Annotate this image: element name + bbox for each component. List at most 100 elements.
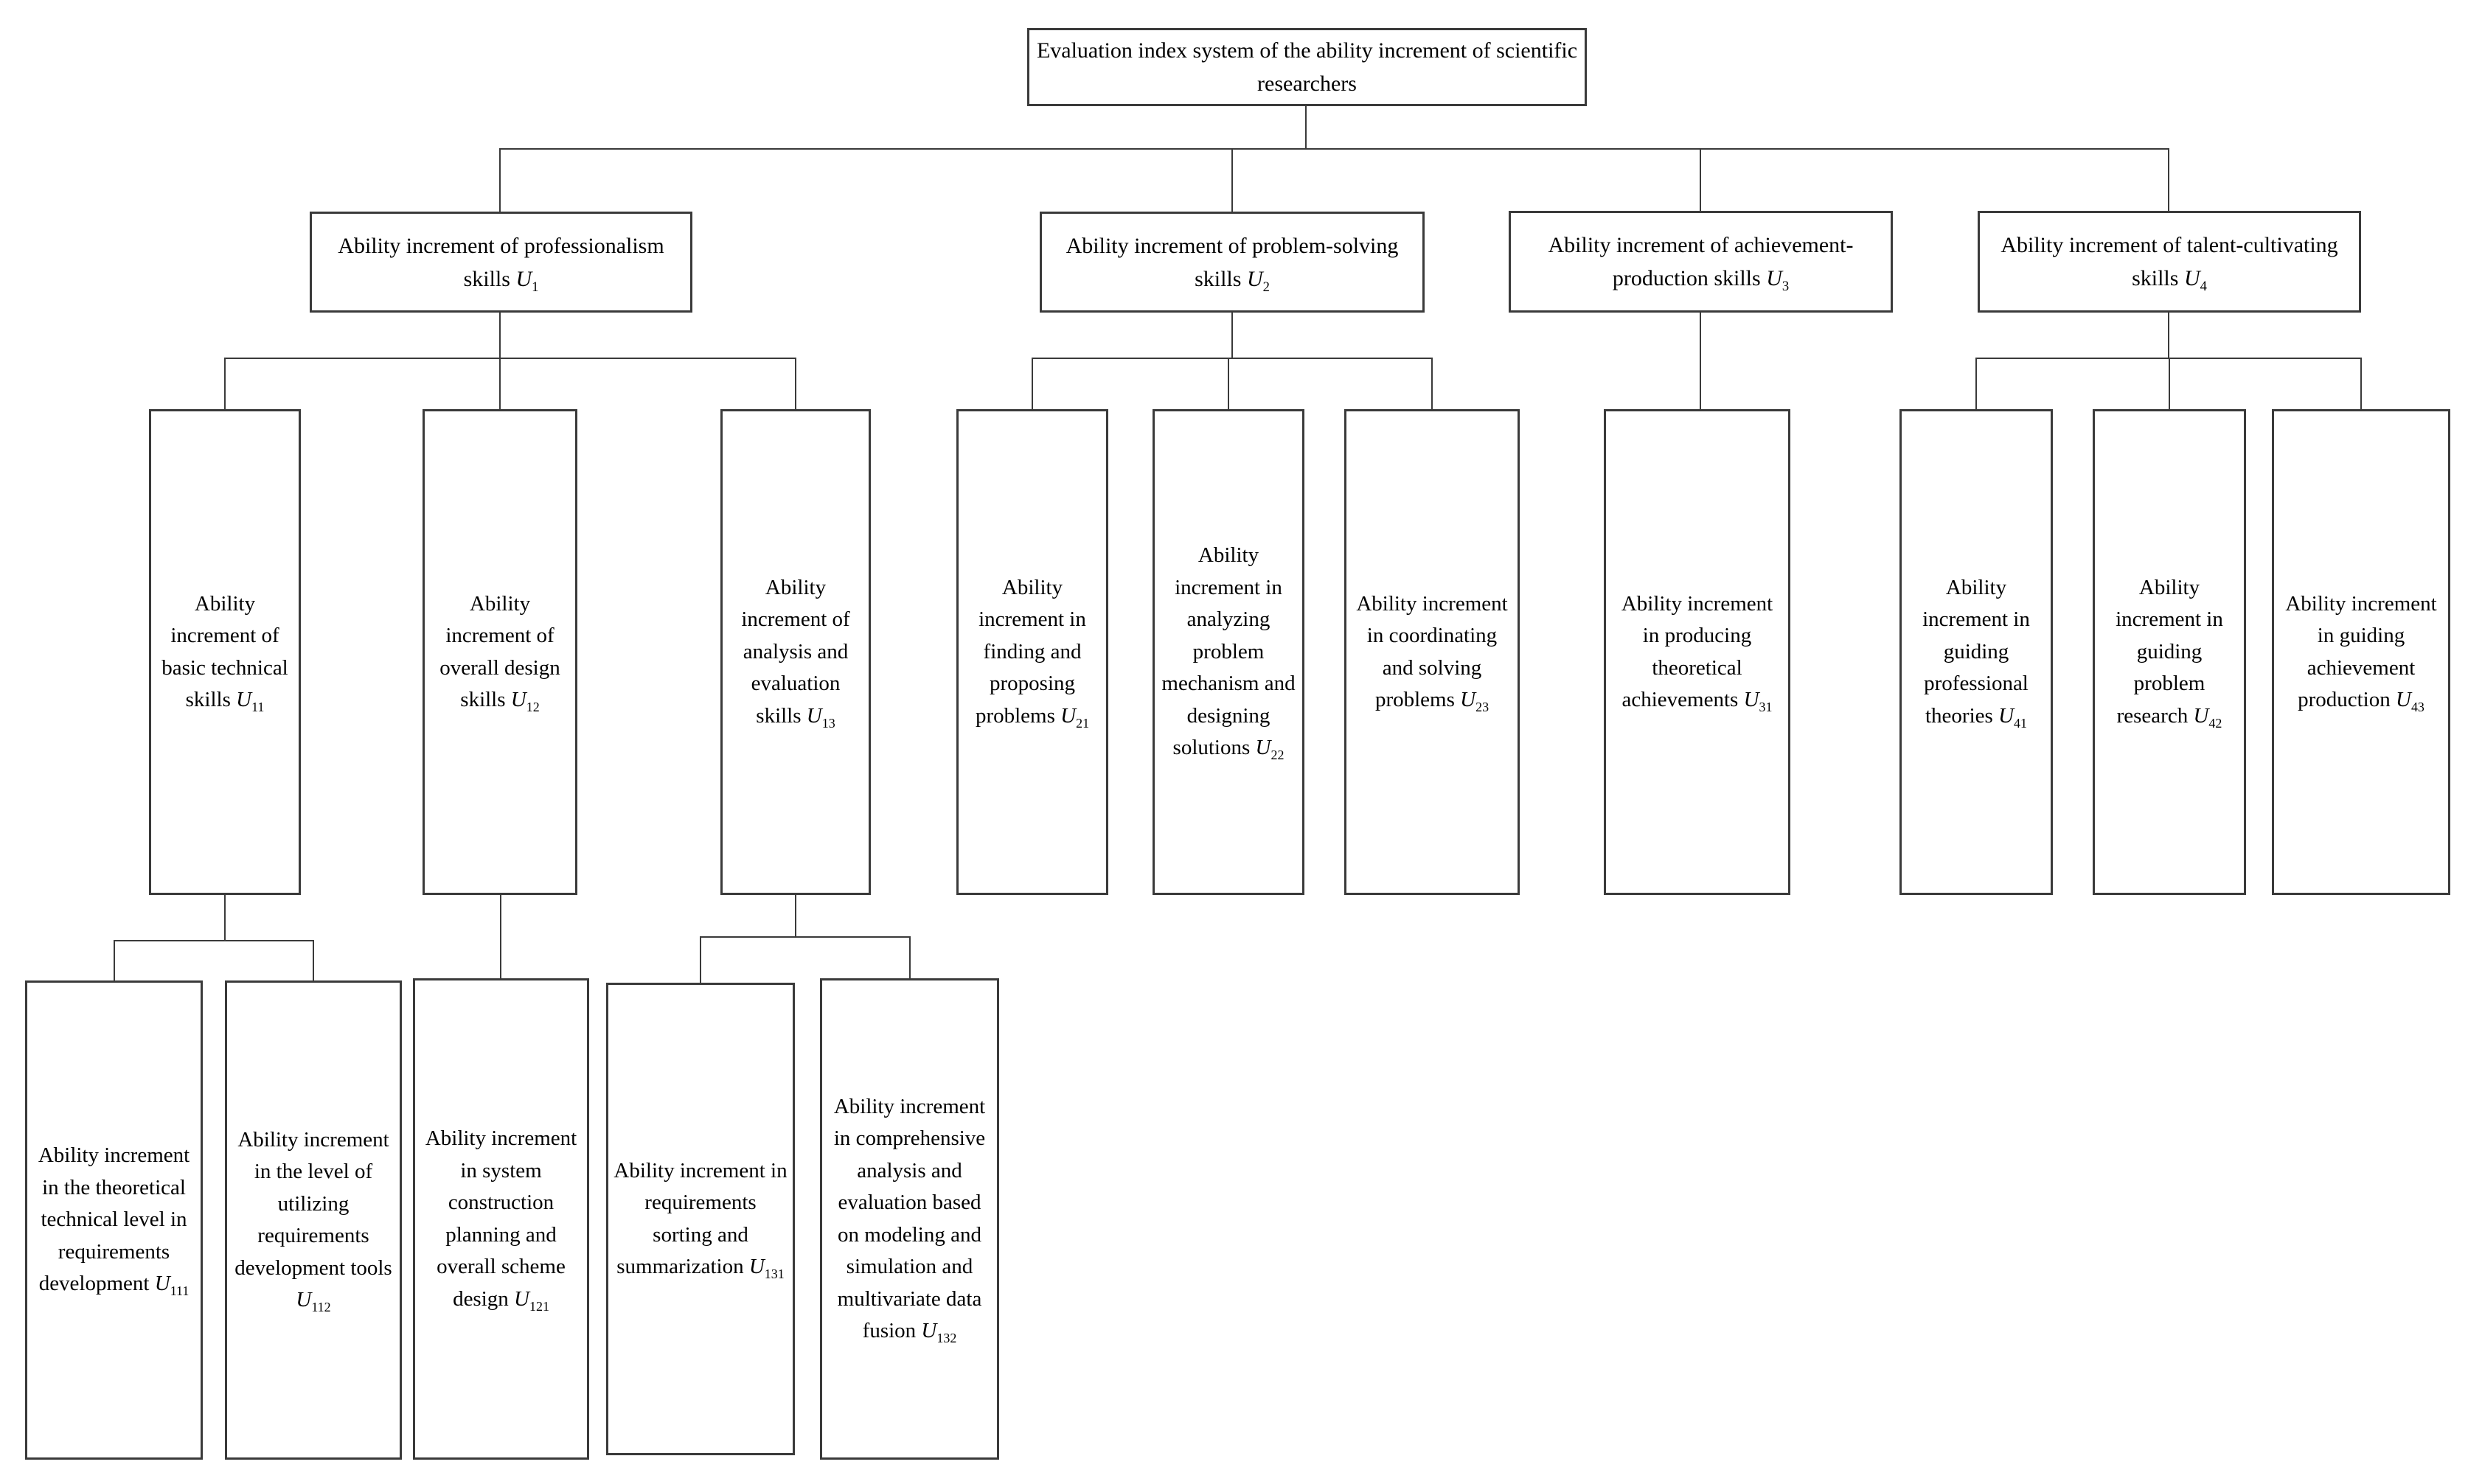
node-u13: Ability increment of analysis and evalua… bbox=[720, 409, 871, 895]
node-u41: Ability increment in guiding professiona… bbox=[1899, 409, 2053, 895]
node-u111-symbol: U111 bbox=[154, 1272, 190, 1299]
node-u13-text: Ability increment of analysis and evalua… bbox=[741, 575, 850, 728]
node-u131: Ability increment in requirements sortin… bbox=[606, 983, 795, 1455]
node-u2-text: Ability increment of problem-solving ski… bbox=[1066, 233, 1399, 291]
node-u31-symbol: U31 bbox=[1743, 688, 1773, 714]
node-u13-symbol: U13 bbox=[806, 703, 835, 731]
node-u132: Ability increment in comprehensive analy… bbox=[820, 978, 999, 1460]
node-u23-label: Ability increment in coordinating and so… bbox=[1352, 588, 1512, 717]
node-u12-text: Ability increment of overall design skil… bbox=[439, 591, 560, 712]
edge-u3-down bbox=[1700, 313, 1701, 409]
edge-drop-u42 bbox=[2169, 358, 2170, 409]
edge-u11-bus bbox=[114, 940, 314, 941]
node-u3-label: Ability increment of achievement-product… bbox=[1516, 229, 1885, 295]
edge-drop-u13 bbox=[795, 358, 796, 409]
node-u22: Ability increment in analyzing problem m… bbox=[1153, 409, 1304, 895]
node-u41-text: Ability increment in guiding professiona… bbox=[1922, 575, 2030, 728]
edge-drop-u22 bbox=[1228, 358, 1229, 409]
node-u42-text: Ability increment in guiding problem res… bbox=[2116, 575, 2223, 728]
edge-u1-down bbox=[499, 313, 501, 358]
node-u111-label: Ability increment in the theoretical tec… bbox=[32, 1140, 195, 1300]
edge-drop-u3 bbox=[1700, 148, 1701, 211]
node-u12-label: Ability increment of overall design skil… bbox=[430, 588, 570, 717]
node-u4-label: Ability increment of talent-cultivating … bbox=[1985, 229, 2354, 295]
node-u2: Ability increment of problem-solving ski… bbox=[1040, 212, 1425, 313]
node-root: Evaluation index system of the ability i… bbox=[1027, 28, 1587, 106]
edge-drop-u23 bbox=[1431, 358, 1433, 409]
node-u21-text: Ability increment in finding and proposi… bbox=[975, 575, 1086, 728]
edge-drop-u43 bbox=[2360, 358, 2362, 409]
node-u4: Ability increment of talent-cultivating … bbox=[1978, 211, 2361, 313]
edge-u12-down bbox=[500, 895, 501, 978]
node-u43-text: Ability increment in guiding achievement… bbox=[2285, 591, 2437, 712]
node-u4-text: Ability increment of talent-cultivating … bbox=[2000, 233, 2338, 290]
node-u21-label: Ability increment in finding and proposi… bbox=[964, 572, 1101, 733]
node-u2-symbol: U2 bbox=[1246, 266, 1270, 295]
node-u1-label: Ability increment of professionalism ski… bbox=[317, 229, 685, 296]
node-u112-label: Ability increment in the level of utiliz… bbox=[232, 1124, 394, 1317]
node-u111: Ability increment in the theoretical tec… bbox=[25, 980, 203, 1460]
edge-root-down bbox=[1305, 106, 1307, 149]
node-u43-label: Ability increment in guiding achievement… bbox=[2279, 588, 2443, 717]
edge-u2-bus bbox=[1032, 358, 1433, 359]
edge-drop-u132 bbox=[909, 936, 911, 978]
edge-drop-u41 bbox=[1975, 358, 1977, 409]
node-u43-symbol: U43 bbox=[2395, 688, 2424, 714]
node-u4-symbol: U4 bbox=[2183, 266, 2207, 294]
node-u3-symbol: U3 bbox=[1766, 266, 1790, 294]
node-u42-label: Ability increment in guiding problem res… bbox=[2100, 572, 2239, 733]
edge-level1-bus bbox=[499, 148, 2169, 150]
node-u131-label: Ability increment in requirements sortin… bbox=[613, 1155, 788, 1283]
node-u41-label: Ability increment in guiding professiona… bbox=[1907, 572, 2045, 733]
node-u132-symbol: U132 bbox=[921, 1319, 957, 1345]
node-u12: Ability increment of overall design skil… bbox=[423, 409, 577, 895]
edge-drop-u12 bbox=[499, 358, 501, 409]
edge-drop-u112 bbox=[313, 940, 314, 980]
node-u131-symbol: U131 bbox=[748, 1255, 785, 1281]
edge-drop-u111 bbox=[114, 940, 115, 980]
node-u1: Ability increment of professionalism ski… bbox=[310, 212, 692, 313]
node-u42-symbol: U42 bbox=[2193, 703, 2222, 731]
node-u11-label: Ability increment of basic technical ski… bbox=[156, 588, 293, 717]
node-u23: Ability increment in coordinating and so… bbox=[1344, 409, 1520, 895]
node-u112-text: Ability increment in the level of utiliz… bbox=[234, 1127, 392, 1280]
edge-drop-u21 bbox=[1032, 358, 1033, 409]
node-u3: Ability increment of achievement-product… bbox=[1509, 211, 1893, 313]
edge-u11-down bbox=[224, 895, 226, 941]
node-u112: Ability increment in the level of utiliz… bbox=[225, 980, 402, 1460]
node-u131-text: Ability increment in requirements sortin… bbox=[613, 1158, 788, 1279]
node-root-text: Evaluation index system of the ability i… bbox=[1036, 38, 1578, 96]
node-u3-text: Ability increment of achievement-product… bbox=[1548, 233, 1854, 290]
node-u31-label: Ability increment in producing theoretic… bbox=[1611, 588, 1783, 717]
edge-u2-down bbox=[1231, 313, 1233, 358]
node-u1-text: Ability increment of professionalism ski… bbox=[338, 233, 664, 291]
edge-u1-bus bbox=[224, 358, 796, 359]
node-u121: Ability increment in system construction… bbox=[413, 978, 589, 1460]
node-u21: Ability increment in finding and proposi… bbox=[956, 409, 1108, 895]
node-u11-symbol: U11 bbox=[236, 688, 265, 714]
edge-u4-down bbox=[2168, 313, 2169, 358]
edge-drop-u11 bbox=[224, 358, 226, 409]
node-u121-text: Ability increment in system construction… bbox=[425, 1126, 577, 1311]
node-u11: Ability increment of basic technical ski… bbox=[149, 409, 301, 895]
node-u132-label: Ability increment in comprehensive analy… bbox=[827, 1091, 992, 1348]
node-u43: Ability increment in guiding achievement… bbox=[2272, 409, 2450, 895]
node-u111-text: Ability increment in the theoretical tec… bbox=[38, 1143, 190, 1296]
node-u31: Ability increment in producing theoretic… bbox=[1604, 409, 1790, 895]
node-u42: Ability increment in guiding problem res… bbox=[2093, 409, 2246, 895]
node-u12-symbol: U12 bbox=[510, 688, 540, 714]
node-u22-text: Ability increment in analyzing problem m… bbox=[1161, 543, 1296, 760]
node-u22-symbol: U22 bbox=[1255, 736, 1285, 763]
node-u112-symbol: U112 bbox=[296, 1288, 331, 1314]
node-u11-text: Ability increment of basic technical ski… bbox=[161, 591, 288, 712]
edge-drop-u2 bbox=[1231, 148, 1233, 212]
node-u2-label: Ability increment of problem-solving ski… bbox=[1047, 229, 1417, 296]
node-u41-symbol: U41 bbox=[1998, 703, 2027, 731]
node-u21-symbol: U21 bbox=[1060, 703, 1090, 731]
edge-drop-u1 bbox=[499, 148, 501, 212]
edge-u13-bus bbox=[700, 936, 911, 938]
node-u31-text: Ability increment in producing theoretic… bbox=[1621, 591, 1773, 712]
node-root-label: Evaluation index system of the ability i… bbox=[1035, 34, 1579, 100]
edge-u13-down bbox=[795, 895, 796, 937]
